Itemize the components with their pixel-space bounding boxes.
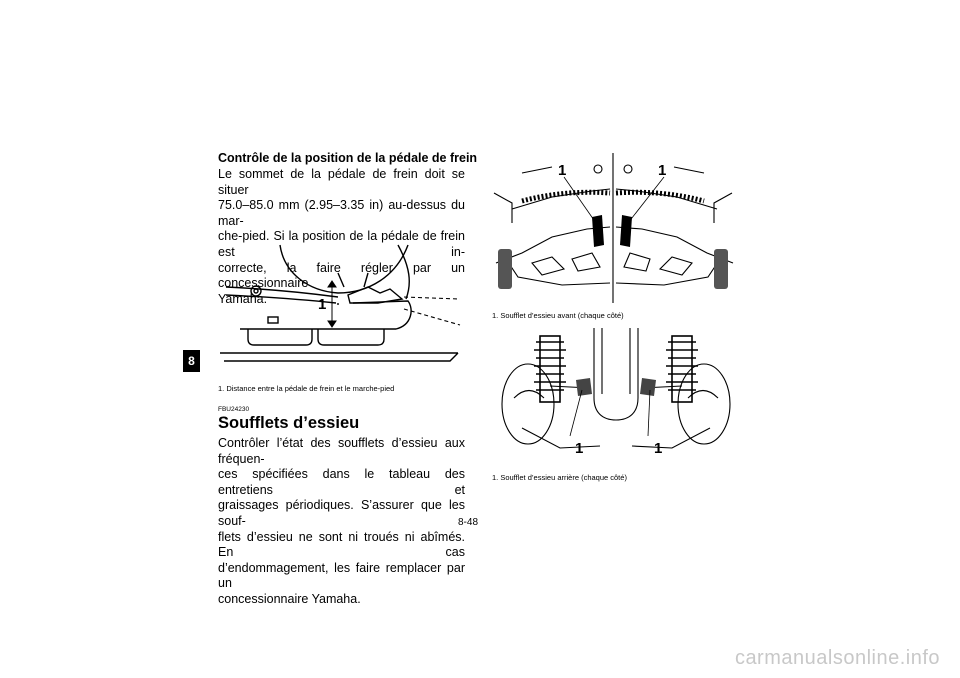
front-figure-caption: 1. Soufflet d’essieu avant (chaque côté) [492, 311, 624, 320]
axle-line-6: concessionnaire Yamaha. [218, 591, 361, 606]
brake-section-title: Contrôle de la position de la pédale de … [218, 151, 478, 165]
axle-section-title: Soufflets d’essieu [218, 414, 360, 432]
brake-pedal-figure [220, 244, 461, 362]
rear-figure-caption: 1. Soufflet d’essieu arrière (chaque côt… [492, 473, 627, 482]
brake-line-4: correcte, la faire régler par un concess… [218, 260, 465, 291]
chapter-tab: 8 [183, 350, 200, 372]
brake-figure-label: 1 [318, 296, 327, 313]
axle-paragraph: Contrôler l’état des soufflets d’essieu … [218, 436, 465, 608]
rear-label-left: 1 [575, 440, 584, 457]
section-code: FBU24230 [218, 406, 250, 413]
rear-axle-figure [501, 328, 731, 449]
page-number: 8-48 [458, 517, 479, 528]
axle-line-5: d’endommagement, les faire remplacer par… [218, 560, 465, 591]
axle-line-4: flets d’essieu ne sont ni troués ni abîm… [218, 529, 465, 560]
axle-line-1: Contrôler l’état des soufflets d’essieu … [218, 436, 465, 466]
watermark: carmanualsonline.info [734, 647, 940, 669]
axle-line-2: ces spécifiées dans le tableau des entre… [218, 467, 465, 497]
axle-line-3: graissages périodiques. S’assurer que le… [218, 498, 465, 528]
brake-line-2: 75.0–85.0 mm (2.95–3.35 in) au-dessus du… [218, 198, 465, 228]
rear-label-right: 1 [654, 440, 663, 457]
brake-figure-caption: 1. Distance entre la pédale de frein et … [218, 384, 395, 393]
front-label-left: 1 [558, 162, 567, 179]
brake-line-1: Le sommet de la pédale de frein doit se … [218, 167, 465, 197]
front-axle-figure [493, 153, 734, 303]
front-label-right: 1 [658, 162, 667, 179]
